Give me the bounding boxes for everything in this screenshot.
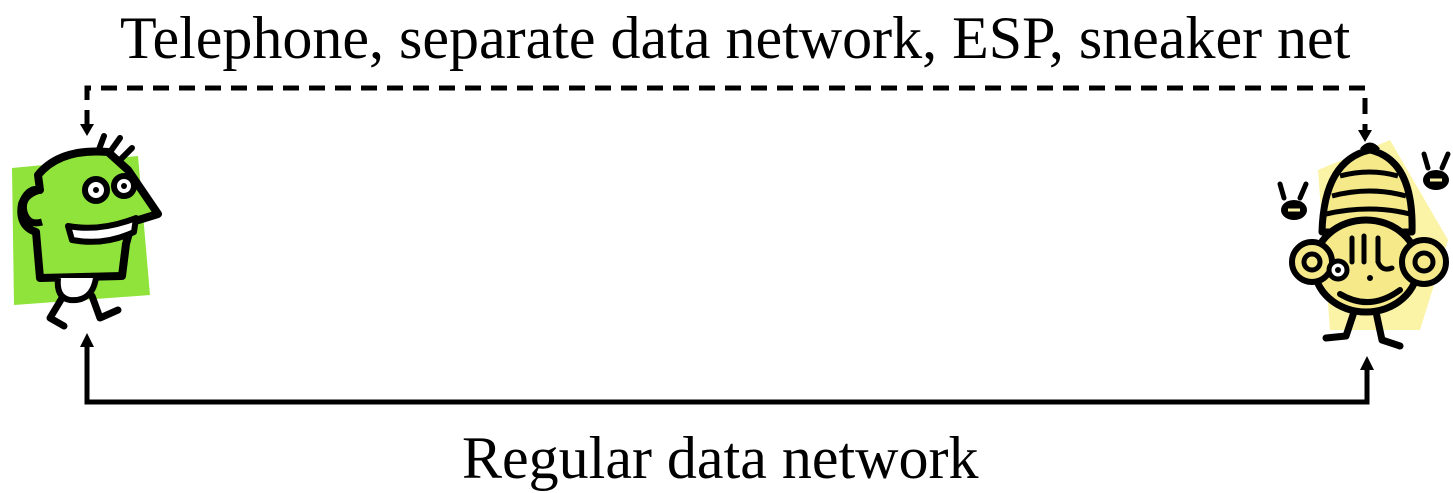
bee-icon — [1277, 181, 1309, 220]
top-right-arrowhead — [1358, 130, 1372, 142]
top-channel-label: Telephone, separate data network, ESP, s… — [120, 5, 1351, 71]
bottom-channel-label: Regular data network — [462, 425, 979, 491]
left-person-icon — [12, 133, 162, 330]
bee-icon — [1421, 151, 1451, 190]
bottom-left-arrowhead — [80, 333, 94, 347]
right-person-icon — [1277, 140, 1451, 350]
top-channel-connector — [80, 85, 1372, 142]
bottom-right-arrowhead — [1360, 356, 1374, 370]
top-left-arrowhead — [80, 124, 94, 136]
bottom-channel-connector — [80, 333, 1374, 405]
